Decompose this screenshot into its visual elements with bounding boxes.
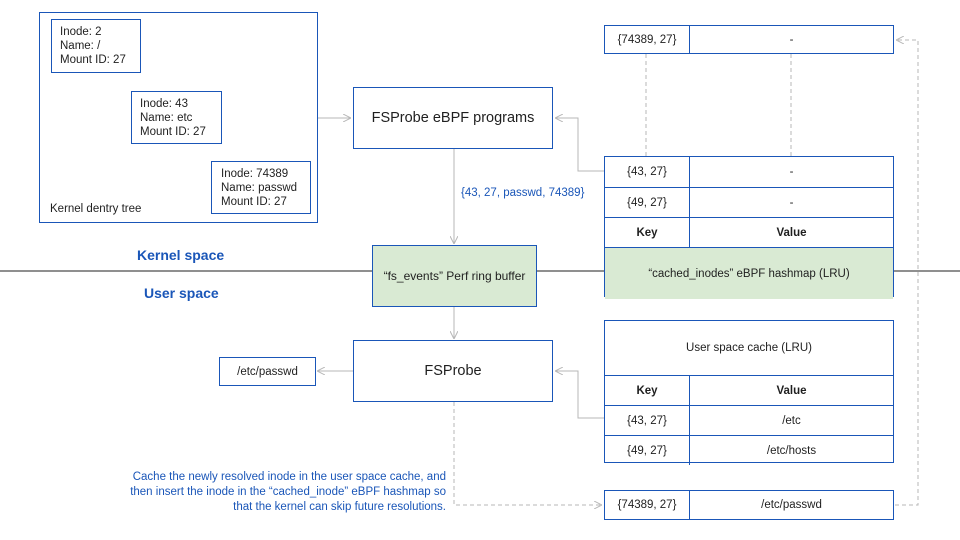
node-name: Name: / <box>60 40 101 52</box>
row-key: {74389, 27} <box>617 499 677 511</box>
row-value: /etc <box>689 406 893 435</box>
row-key: {43, 27} <box>627 166 667 178</box>
arrow-newrow-to-kernelmap <box>895 40 919 506</box>
dentry-node-etc: Inode: 43 Name: etc Mount ID: 27 <box>131 91 222 144</box>
ring-buffer-box: “fs_events” Perf ring buffer <box>372 245 537 307</box>
row-value: - <box>689 26 893 53</box>
node-inode: Inode: 43 <box>140 98 188 110</box>
key-header: Key <box>636 226 658 239</box>
kernel-space-label: Kernel space <box>137 247 225 263</box>
row-value: /etc/passwd <box>689 491 893 519</box>
node-inode: Inode: 74389 <box>221 168 289 180</box>
kernel-map-table: {43, 27} - {49, 27} - Key Value “cached_… <box>604 156 894 299</box>
row-value: - <box>689 157 893 187</box>
arrow-map-to-programs <box>556 118 604 172</box>
kernel-map-row: {49, 27} - <box>605 188 893 218</box>
fsprobe-box: FSProbe <box>353 340 553 402</box>
row-key: {49, 27} <box>627 444 667 457</box>
user-cache-header: Key Value <box>605 376 893 406</box>
user-cache-row: {49, 27} /etc/hosts <box>605 436 893 465</box>
row-key: {49, 27} <box>627 196 667 209</box>
kernel-map-title: “cached_inodes” eBPF hashmap (LRU) <box>605 248 893 299</box>
row-key: {43, 27} <box>627 414 667 427</box>
value-header: Value <box>689 218 893 247</box>
event-label: {43, 27, passwd, 74389} <box>461 187 585 199</box>
kernel-map-new-row: {74389, 27} - <box>604 25 894 54</box>
cache-note: Cache the newly resolved inode in the us… <box>130 471 446 513</box>
output-path-box: /etc/passwd <box>219 357 316 386</box>
key-header: Key <box>636 384 658 397</box>
node-name: Name: passwd <box>221 182 298 194</box>
row-value: - <box>689 188 893 217</box>
arrow-fsprobe-to-newrow <box>453 402 601 505</box>
dentry-node-passwd: Inode: 74389 Name: passwd Mount ID: 27 <box>211 161 311 214</box>
user-cache-row: {43, 27} /etc <box>605 406 893 436</box>
node-mount: Mount ID: 27 <box>140 126 206 138</box>
user-space-label: User space <box>144 285 219 301</box>
node-mount: Mount ID: 27 <box>221 196 287 208</box>
user-cache-table: User space cache (LRU) Key Value {43, 27… <box>604 320 894 465</box>
value-header: Value <box>689 376 893 405</box>
user-cache-title: User space cache (LRU) <box>605 321 893 376</box>
node-mount: Mount ID: 27 <box>60 54 126 66</box>
row-key: {74389, 27} <box>617 33 677 46</box>
node-name: Name: etc <box>140 112 193 124</box>
ebpf-programs-box: FSProbe eBPF programs <box>353 87 553 149</box>
row-value: /etc/hosts <box>689 436 893 465</box>
dentry-node-root: Inode: 2 Name: / Mount ID: 27 <box>51 19 141 73</box>
kernel-map-header: Key Value <box>605 218 893 248</box>
arrow-cache-to-fsprobe <box>556 371 604 419</box>
kernel-map-row: {43, 27} - <box>605 157 893 188</box>
node-inode: Inode: 2 <box>60 26 102 38</box>
user-cache-new-row: {74389, 27} /etc/passwd <box>604 490 894 520</box>
dentry-tree-label: Kernel dentry tree <box>50 203 142 215</box>
